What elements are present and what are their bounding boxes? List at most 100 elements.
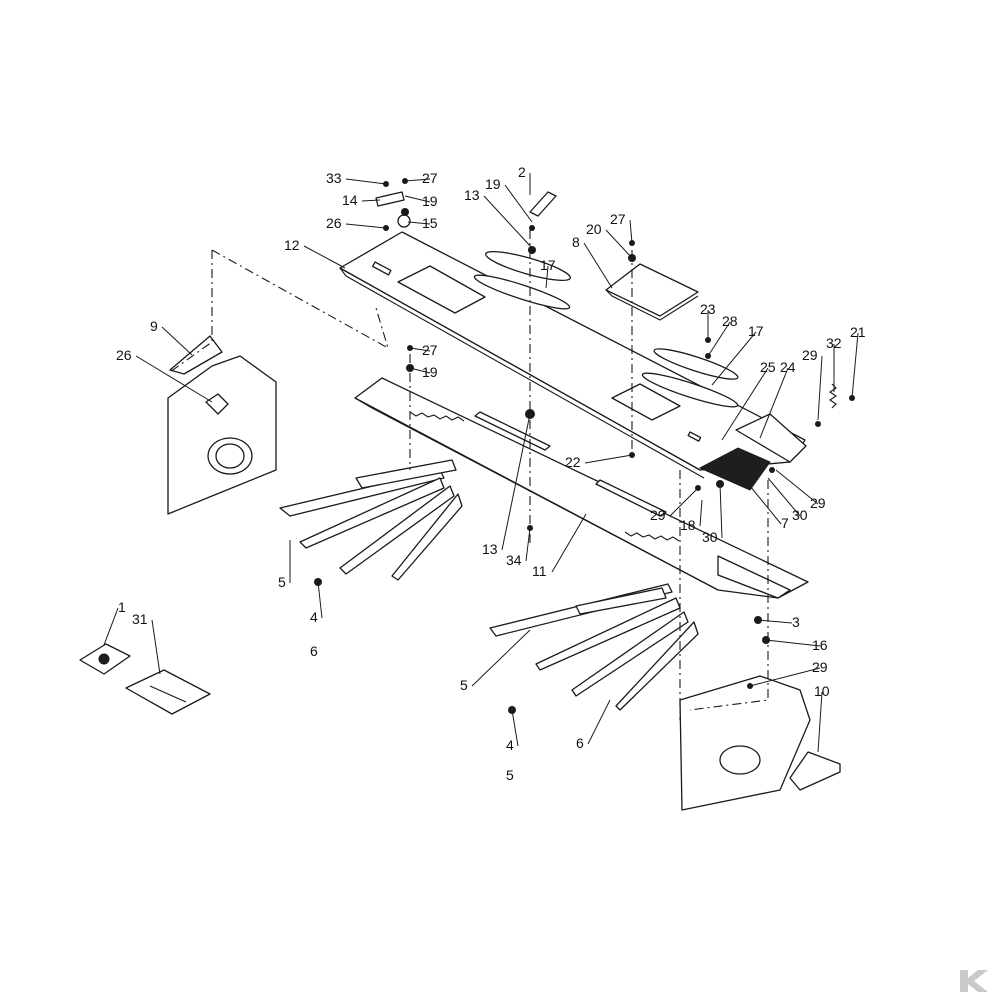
callout-leader-3 bbox=[757, 619, 793, 624]
bracket-25 bbox=[735, 413, 807, 463]
callout-leader-30 bbox=[719, 483, 723, 539]
callout-leader-34 bbox=[525, 527, 531, 562]
callout-30: 30 bbox=[702, 529, 718, 545]
callout-leader-19 bbox=[504, 184, 533, 223]
callout-leader-9 bbox=[161, 326, 193, 356]
callout-34: 34 bbox=[506, 552, 522, 568]
guard-9 bbox=[169, 335, 223, 375]
callout-leader-27 bbox=[404, 178, 431, 182]
callout-leader-14 bbox=[361, 199, 381, 202]
callout-19: 19 bbox=[422, 193, 438, 209]
callout-leader-10 bbox=[817, 691, 823, 753]
callout-7: 7 bbox=[781, 515, 789, 531]
callout-13: 13 bbox=[482, 541, 498, 557]
fastener-dots bbox=[314, 178, 855, 714]
assembly-line-left-2 bbox=[211, 249, 389, 350]
callout-leader-31 bbox=[151, 619, 161, 675]
callout-23: 23 bbox=[700, 301, 716, 317]
callout-6: 6 bbox=[310, 643, 318, 659]
callout-18: 18 bbox=[680, 517, 696, 533]
callout-leader-27 bbox=[629, 219, 633, 244]
callout-labels: 33 27 14 19 26 15 12 2 19 13 20 27 8 17 23 28 17 21 3 22 9 24… bbox=[103, 164, 866, 783]
callout-leader-16 bbox=[765, 639, 821, 647]
callout-4: 4 bbox=[310, 609, 318, 625]
callout-17: 17 bbox=[748, 323, 764, 339]
callout-2: 2 bbox=[518, 164, 526, 180]
callout-13: 13 bbox=[464, 187, 480, 203]
callout-15: 15 bbox=[422, 215, 438, 231]
callout-leader-26 bbox=[135, 355, 213, 403]
callout-12: 12 bbox=[284, 237, 300, 253]
callout-5: 5 bbox=[460, 677, 468, 693]
spring-32 bbox=[829, 383, 837, 409]
callout-leader-1 bbox=[103, 607, 119, 646]
callout-29: 29 bbox=[812, 659, 828, 675]
callout-leader-21 bbox=[851, 332, 859, 399]
cover-plate-8 bbox=[605, 263, 699, 317]
callout-3: 3 bbox=[792, 614, 800, 630]
callout-24: 24 bbox=[780, 359, 796, 375]
callout-19: 19 bbox=[422, 364, 438, 380]
callout-leader-18 bbox=[699, 499, 703, 527]
callout-17: 17 bbox=[540, 257, 556, 273]
callout-29: 29 bbox=[810, 495, 826, 511]
callout-leader-13 bbox=[501, 413, 531, 551]
tine-group-right bbox=[489, 583, 699, 711]
callout-4: 4 bbox=[506, 737, 514, 753]
callout-leader-29 bbox=[817, 355, 823, 421]
callout-10: 10 bbox=[814, 683, 830, 699]
callout-14: 14 bbox=[342, 192, 358, 208]
callout-leader-11 bbox=[551, 513, 587, 573]
callout-8: 8 bbox=[572, 234, 580, 250]
assembly-line-right-2 bbox=[689, 480, 769, 711]
callout-11: 11 bbox=[532, 563, 547, 579]
spring-15 bbox=[397, 214, 411, 228]
callout-leader-17 bbox=[545, 265, 549, 289]
bottom-cover-11 bbox=[354, 377, 809, 599]
callout-leader-33 bbox=[345, 178, 387, 185]
callout-leader-24 bbox=[759, 367, 789, 439]
callout-28: 28 bbox=[722, 313, 738, 329]
top-cover-12 bbox=[339, 231, 806, 479]
callout-27: 27 bbox=[422, 342, 438, 358]
callout-leader-20 bbox=[605, 229, 633, 259]
callout-25: 25 bbox=[760, 359, 776, 375]
callout-leader-8 bbox=[583, 242, 613, 289]
callout-20: 20 bbox=[586, 221, 602, 237]
callout-leader-29 bbox=[669, 487, 699, 517]
callout-leader-5 bbox=[471, 629, 531, 687]
callout-27: 27 bbox=[422, 170, 438, 186]
callout-5: 5 bbox=[506, 767, 514, 783]
callout-leader-30 bbox=[767, 477, 801, 517]
callout-33: 33 bbox=[326, 170, 342, 186]
callout-leader-7 bbox=[749, 485, 782, 525]
side-panel-right bbox=[679, 675, 841, 811]
callout-leader-17 bbox=[711, 331, 757, 386]
callout-leader-29 bbox=[749, 667, 821, 687]
callout-leader-28 bbox=[707, 321, 731, 357]
callout-leader-27 bbox=[409, 347, 431, 352]
callout-26: 26 bbox=[116, 347, 132, 363]
callout-29: 29 bbox=[650, 507, 666, 523]
callout-leader-15 bbox=[407, 221, 431, 225]
callout-29: 29 bbox=[802, 347, 818, 363]
plate-1 bbox=[79, 643, 131, 675]
callout-21: 21 bbox=[850, 324, 866, 340]
callout-leader-4 bbox=[317, 581, 323, 619]
callout-leader-4 bbox=[511, 709, 519, 747]
callout-leader-12 bbox=[303, 245, 346, 269]
callout-9: 9 bbox=[150, 318, 158, 334]
callout-leader-29 bbox=[775, 469, 819, 505]
callout-5: 5 bbox=[278, 574, 286, 590]
callout-19: 19 bbox=[485, 176, 501, 192]
callout-16: 16 bbox=[812, 637, 828, 653]
callout-22: 22 bbox=[565, 454, 581, 470]
callout-6: 6 bbox=[576, 735, 584, 751]
callout-leader-19 bbox=[404, 195, 431, 203]
callout-27: 27 bbox=[610, 211, 626, 227]
callout-26: 26 bbox=[326, 215, 342, 231]
callout-31: 31 bbox=[132, 611, 148, 627]
side-panel-left bbox=[167, 335, 277, 515]
latch-block-7 bbox=[698, 447, 771, 491]
